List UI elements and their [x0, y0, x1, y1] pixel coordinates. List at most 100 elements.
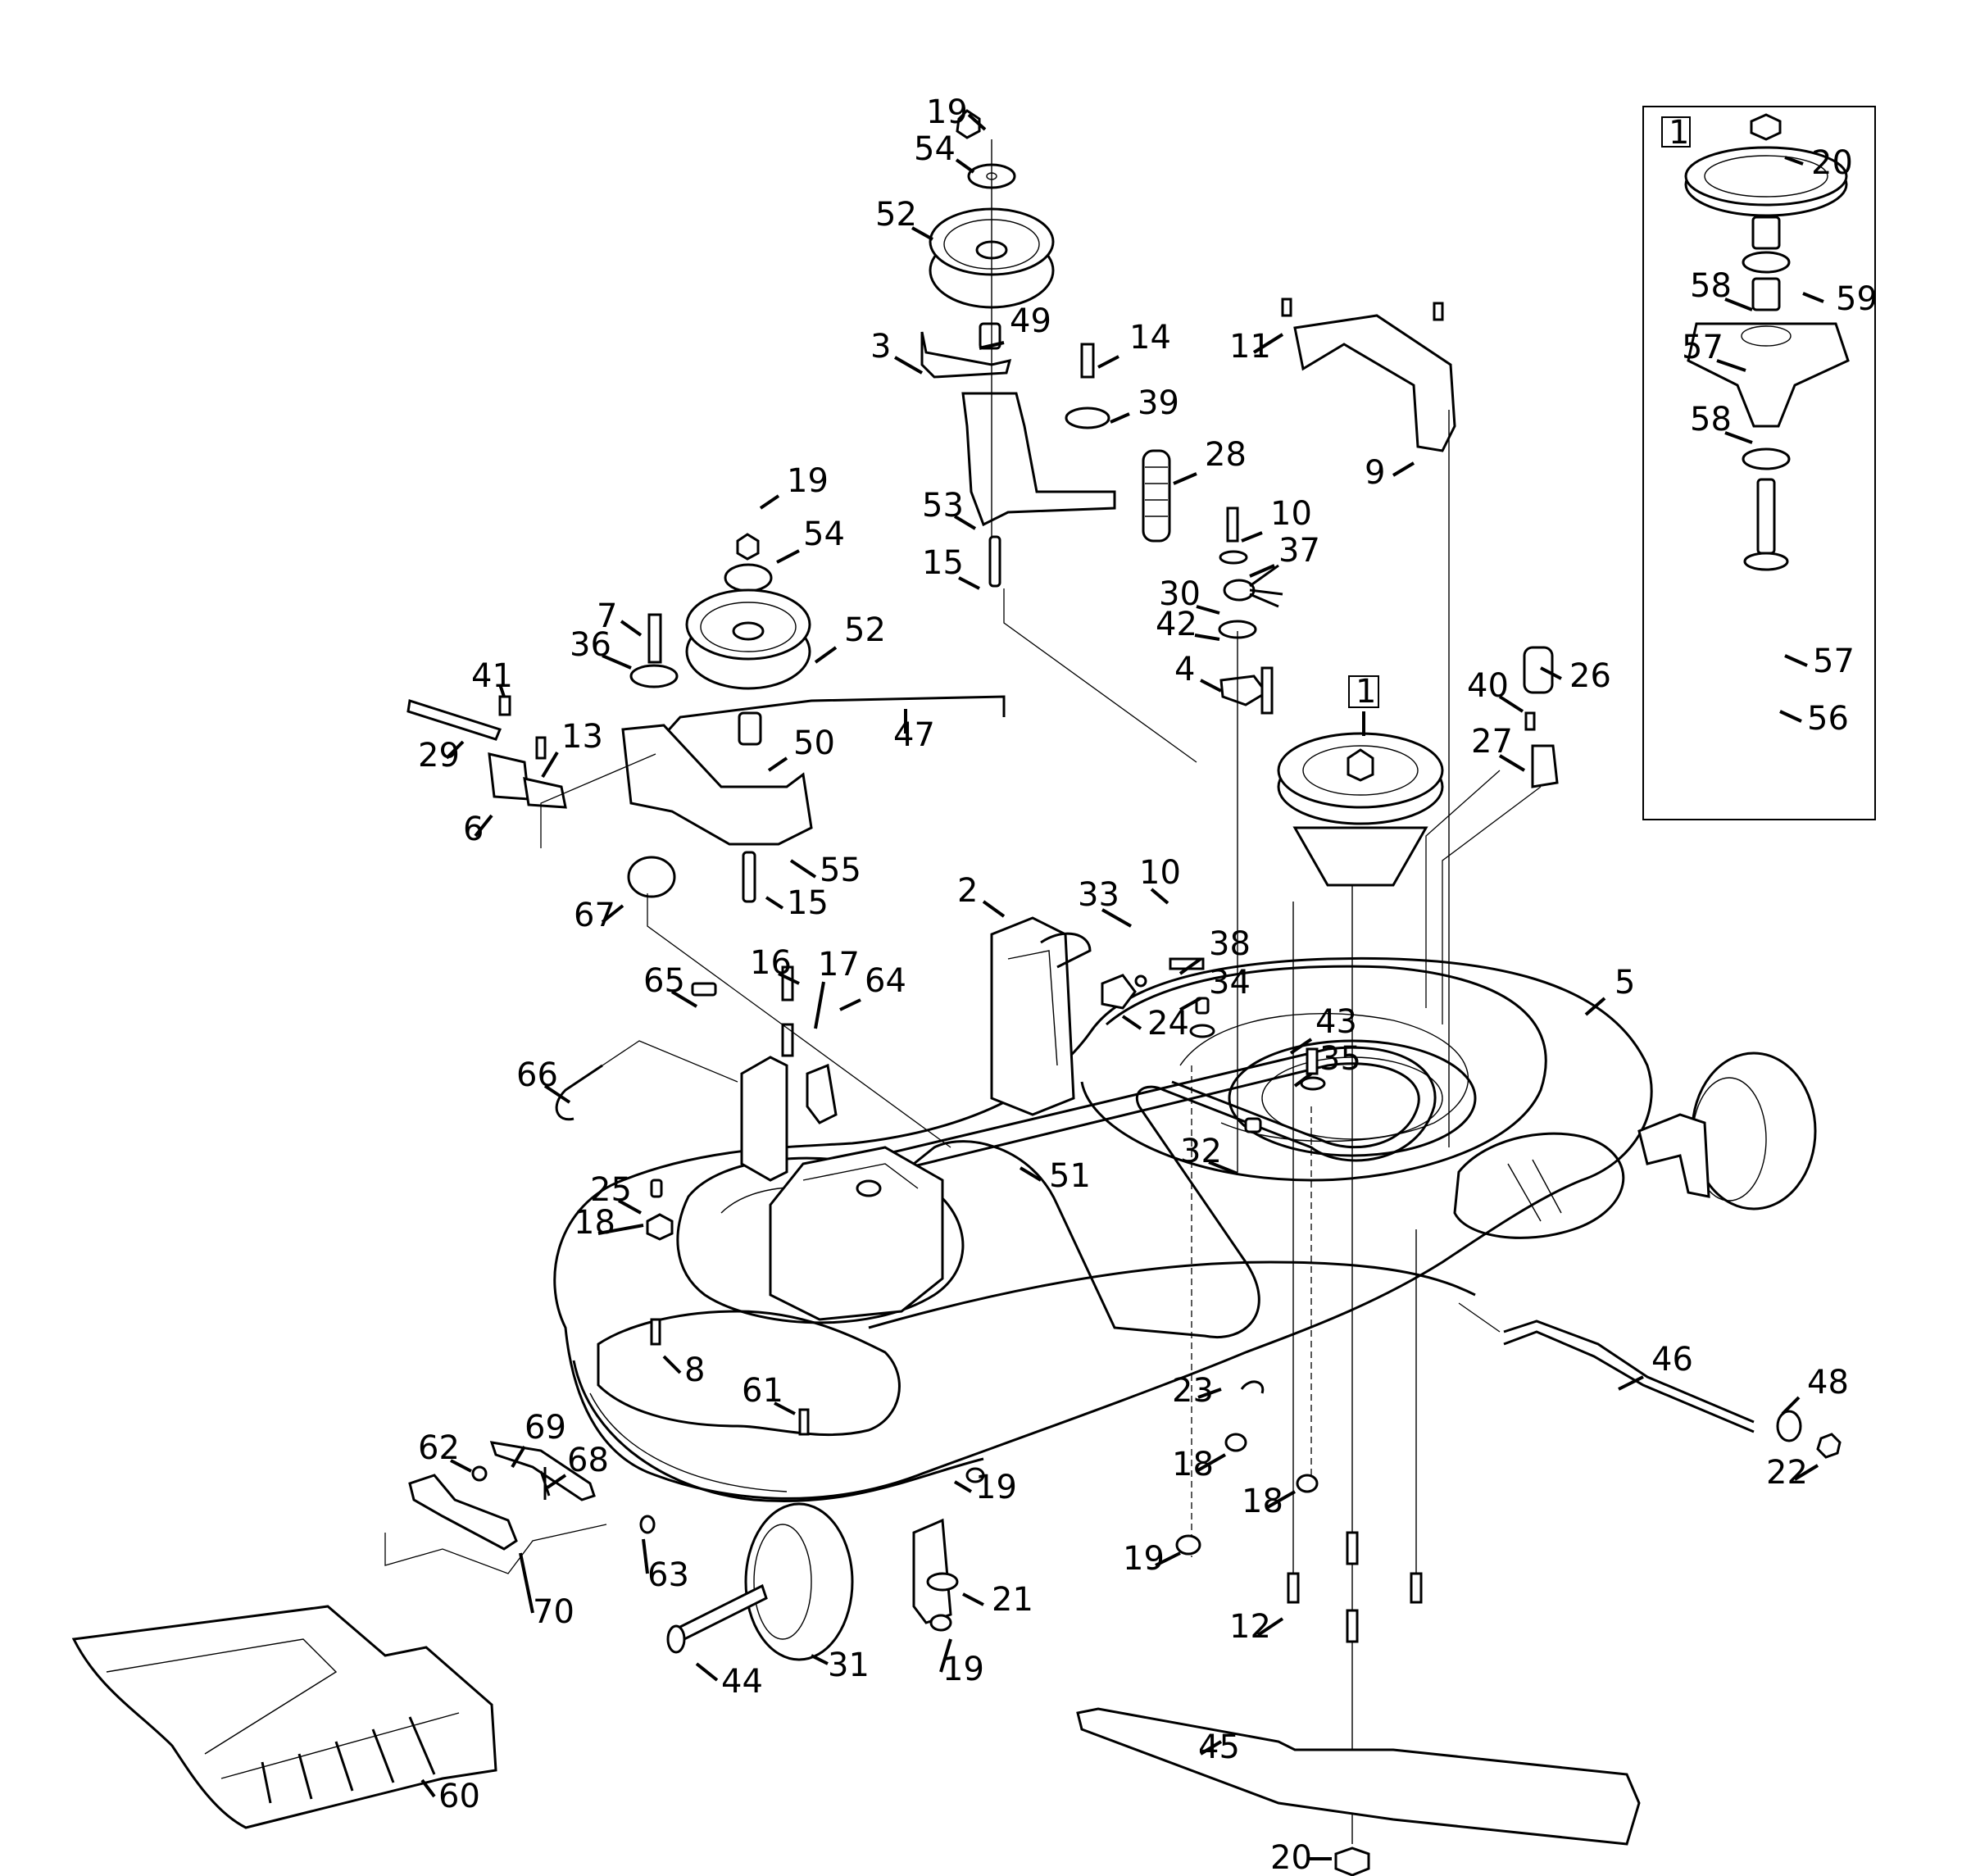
spring-28 [1142, 449, 1171, 543]
callout-label: 60 [438, 1778, 480, 1815]
callout-spacer: 50 [767, 725, 835, 772]
callout-label: 39 [1138, 384, 1179, 422]
callout-leader-line [662, 1355, 682, 1374]
callout-label: 9 [1365, 454, 1385, 492]
callout-label: 58 [1690, 267, 1732, 305]
callout-label: 42 [1156, 606, 1197, 643]
callout-leader-line [1779, 710, 1802, 723]
callout-leader-line [1802, 292, 1824, 303]
callout-leader-line [1197, 1388, 1222, 1399]
callout-label: 21 [992, 1581, 1033, 1619]
callout-label: 35 [1319, 1040, 1361, 1078]
callout-spacer: 25 [590, 1171, 642, 1215]
callout-label: 30 [1159, 575, 1201, 613]
callout-label: 28 [1205, 436, 1247, 474]
callout-leader-line [1724, 431, 1753, 444]
callout-roller: 67 [574, 897, 624, 934]
callout-label: 22 [1766, 1454, 1808, 1492]
callout-label: 45 [1198, 1728, 1240, 1766]
callout-bracket: 6 [463, 811, 493, 848]
callout-label: 52 [875, 196, 917, 234]
inset-callout: 20 [1784, 144, 1853, 182]
callout-flange-nut: 19 [939, 1638, 984, 1688]
callout-label: 66 [516, 1056, 558, 1094]
svg-text:1: 1 [1356, 673, 1376, 711]
callout-leader-line [546, 1474, 567, 1489]
callout-leader-line [1265, 1490, 1296, 1510]
callout-label: 34 [1209, 964, 1251, 1002]
callout-idler-bracket: 53 [922, 487, 977, 530]
callout-label: 41 [471, 657, 513, 695]
callout-spacer-bushing: 49 [979, 302, 1051, 350]
callout-rod: 46 [1618, 1341, 1693, 1391]
callout-bushing: 42 [1156, 606, 1220, 643]
callout-bolt: 10 [1139, 854, 1181, 905]
callout-label: 19 [1123, 1540, 1165, 1578]
callout-belt-guard: 9 [1365, 454, 1415, 492]
callout-idler-washer-cup: 54 [914, 130, 975, 174]
callout-label: 46 [1651, 1341, 1693, 1379]
callout-leader-line [1793, 1464, 1819, 1481]
belt-guard-9 [1281, 298, 1456, 1147]
callout-washer: 35 [1293, 1040, 1361, 1088]
callout-washer: 48 [1781, 1364, 1849, 1415]
callout-leader-line [962, 1592, 984, 1606]
inset-ref-box [1661, 116, 1691, 148]
callout-leader-line [498, 684, 506, 697]
callout-leader-line [979, 341, 1005, 350]
callout-clip: 23 [1172, 1372, 1222, 1410]
callout-leader-line [814, 981, 825, 1029]
callout-leader-line [541, 751, 559, 779]
callout-leader-line [1196, 605, 1220, 615]
callout-washer: 36 [570, 626, 632, 670]
callout-lock-washer: 33 [1078, 876, 1132, 928]
callout-label: 40 [1467, 667, 1509, 705]
callout-label: 57 [1682, 329, 1723, 366]
callout-leader-line [953, 515, 977, 530]
callout-label: 56 [1807, 700, 1849, 738]
callout-idler-pulley: 52 [814, 611, 886, 664]
callout-screw: 11 [1229, 328, 1284, 366]
callout-leader-line [618, 1199, 642, 1215]
callout-bolt: 14 [1097, 319, 1171, 369]
callout-label: 15 [787, 884, 829, 922]
deck-belt [843, 1046, 1437, 1338]
callout-leader-line [939, 1638, 952, 1673]
callout-leader-line [670, 990, 698, 1008]
callout-leader-line [1289, 1038, 1313, 1055]
callout-screw: 8 [662, 1351, 705, 1389]
callout-label: 10 [1139, 854, 1181, 892]
callout-spring: 68 [546, 1442, 609, 1489]
callout-label: 55 [820, 852, 861, 889]
callout-idler-arm: 55 [789, 852, 861, 889]
callout-nut: 62 [418, 1429, 472, 1473]
callout-label: 15 [922, 544, 964, 582]
callout-leader-line [1249, 564, 1275, 578]
callout-label: 44 [721, 1663, 763, 1701]
callout-label: 53 [922, 487, 964, 525]
callout-label: 4 [1174, 651, 1195, 688]
tension-spring-and-bracket [406, 695, 567, 809]
callout-label: 23 [1172, 1372, 1214, 1410]
callout-leader-line [1784, 654, 1808, 667]
callout-spring: 65 [643, 962, 698, 1008]
callout-label: 67 [574, 897, 615, 934]
callout-label: 33 [1078, 876, 1119, 914]
callout-screw: 12 [1229, 1608, 1284, 1646]
callout-screw: 40 [1467, 667, 1524, 713]
callout-flange-nut: 19 [759, 462, 829, 510]
callout-leader-line [814, 646, 838, 664]
inset-callout: 56 [1779, 700, 1849, 738]
callout-adjuster: 24 [1121, 1005, 1189, 1042]
callout-leader-line [695, 1662, 719, 1682]
callout-leader-line [1208, 1161, 1238, 1175]
main-spindle-assembly [1277, 732, 1444, 887]
callout-label: 65 [643, 962, 685, 1000]
callout-leader-line [1196, 1453, 1226, 1473]
callout-label: 12 [1229, 1608, 1271, 1646]
callout-belt-keeper: 4 [1174, 651, 1222, 693]
callout-shoulder-bolt: 15 [765, 884, 829, 922]
inset-callout: 58 [1690, 267, 1753, 311]
callout-leader-line [1498, 695, 1524, 713]
